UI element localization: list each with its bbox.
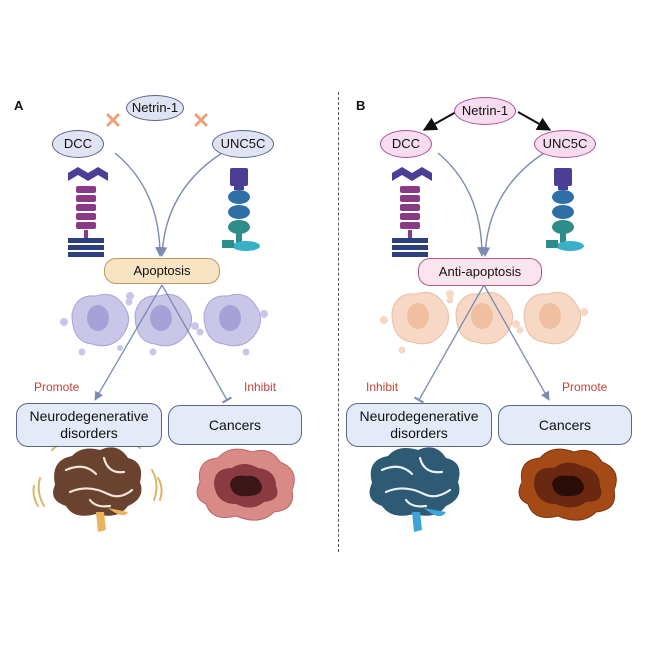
tumor-icon-b: [518, 448, 617, 521]
dcc-receptor-icon-b: [392, 167, 432, 257]
dcc-node-a: DCC: [52, 130, 104, 158]
inhibit-label-a: Inhibit: [244, 380, 277, 394]
unc5c-node-a: UNC5C: [212, 130, 274, 158]
disease-box-cancers-a: Cancers: [168, 405, 302, 445]
unc5c-receptor-icon-a: [222, 168, 260, 251]
arrow-dcc-to-anti-apoptosis: [437, 152, 487, 257]
inhibit-line-b: [413, 284, 485, 404]
unc5c-node-b: UNC5C: [534, 130, 596, 158]
netrin-1-node-a: Netrin-1: [126, 95, 184, 121]
surviving-cells-icon-b: [380, 290, 588, 354]
blocked-mark-left-a: [106, 113, 120, 127]
anti-apoptosis-node: Anti-apoptosis: [418, 258, 542, 286]
promote-arrow-b: [483, 284, 550, 401]
brain-icon-a: [32, 439, 163, 532]
inhibit-label-b: Inhibit: [366, 380, 399, 394]
arrow-unc5c-to-apoptosis: [157, 152, 223, 257]
unc5c-receptor-icon-b: [546, 168, 584, 251]
promote-arrow-a: [94, 284, 163, 401]
disease-box-neurodegenerative-b: Neurodegenerative disorders: [346, 403, 492, 447]
arrow-unc5c-to-anti-apoptosis: [480, 152, 545, 257]
disease-box-cancers-b: Cancers: [498, 405, 632, 445]
arrow-netrin-to-dcc: [422, 111, 457, 131]
arrow-netrin-to-unc5c: [517, 111, 552, 131]
dcc-node-b: DCC: [380, 130, 432, 158]
brain-icon-b: [369, 447, 460, 532]
apoptosis-node: Apoptosis: [104, 258, 220, 284]
panel-label-a: A: [14, 98, 24, 113]
disease-box-neurodegenerative-a: Neurodegenerative disorders: [16, 403, 162, 447]
promote-label-a: Promote: [34, 380, 80, 394]
panel-divider: [338, 92, 339, 552]
netrin-1-node-b: Netrin-1: [454, 97, 516, 125]
dcc-receptor-icon-a: [68, 167, 108, 257]
promote-label-b: Promote: [562, 380, 608, 394]
tumor-icon-a: [196, 448, 295, 521]
apoptotic-cells-icon-a: [60, 292, 268, 356]
panel-label-b: B: [356, 98, 366, 113]
blocked-mark-right-a: [194, 113, 208, 127]
inhibit-line-a: [161, 284, 233, 404]
arrow-dcc-to-apoptosis: [114, 152, 165, 257]
